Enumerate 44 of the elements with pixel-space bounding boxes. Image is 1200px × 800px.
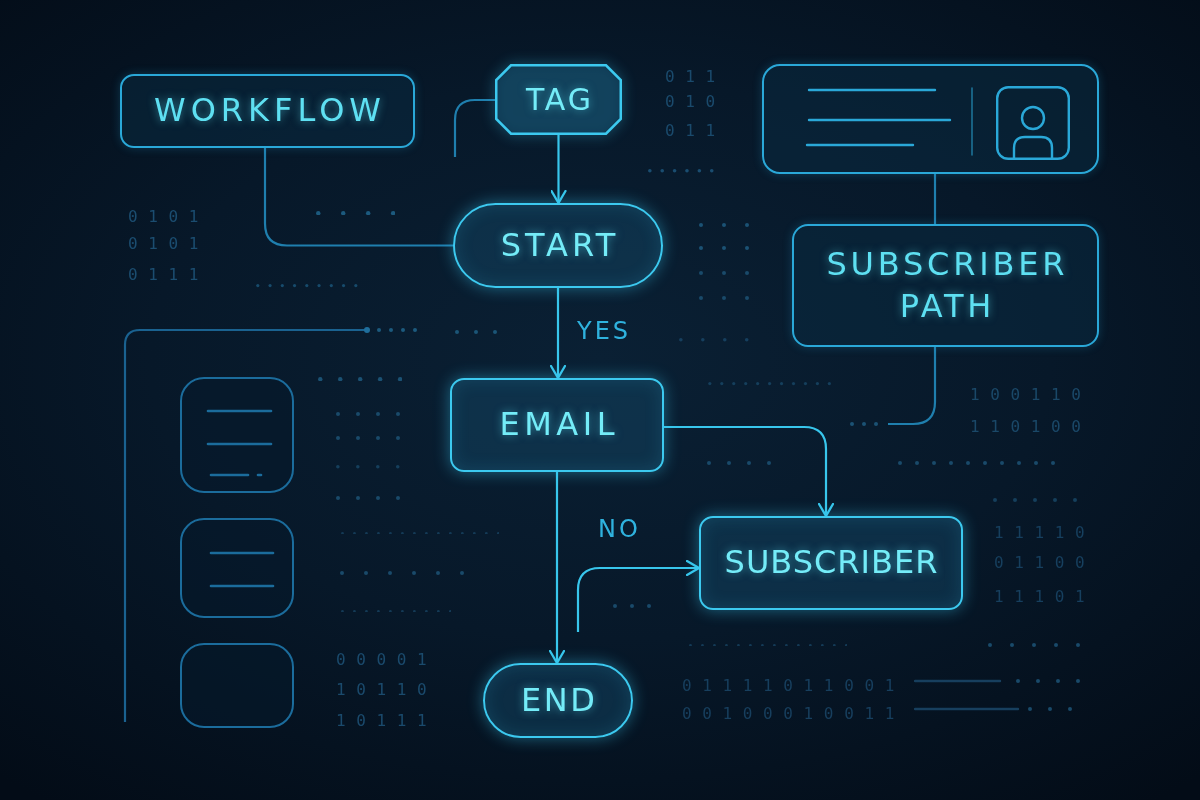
- node-label: SUBSCRIBER PATH: [825, 243, 1070, 327]
- arrow: [576, 559, 701, 632]
- binary-digits: 1 0 1 1 1: [336, 711, 428, 731]
- binary-digits: 0 1 0 1: [128, 207, 199, 227]
- document-card: [180, 377, 294, 493]
- binary-digits: 1 1 0 1 0 0: [970, 417, 1082, 437]
- arrow: [664, 425, 835, 518]
- connector-line: [453, 98, 495, 157]
- arrow: [548, 472, 566, 665]
- process-box: [120, 74, 415, 148]
- connector-line: [933, 174, 937, 224]
- node-label: START: [499, 224, 620, 266]
- binary-digits: 0 1 1 0 0: [994, 553, 1086, 573]
- binary-digits: 0 1 1: [665, 121, 716, 141]
- binary-digits: 1 1 1 0 1: [994, 587, 1086, 607]
- process-box: [792, 224, 1099, 347]
- process-box: [450, 378, 664, 472]
- node-label: SUBSCRIBER: [723, 542, 939, 584]
- binary-digits: 0 1 0 1: [128, 234, 199, 254]
- process-box: [699, 516, 963, 610]
- tag-octagon: [495, 64, 622, 135]
- document-card: [180, 518, 294, 618]
- node-label: WORKFLOW: [153, 90, 386, 132]
- empty-card: [180, 643, 294, 728]
- binary-digits: 0 0 0 0 1: [336, 650, 428, 670]
- node-label: END: [520, 679, 598, 721]
- binary-digits: 0 1 1: [665, 67, 716, 87]
- arrow: [549, 288, 567, 380]
- binary-digits: 0 1 1 1: [128, 265, 199, 285]
- binary-digits: 1 0 1 1 0: [336, 680, 428, 700]
- edge-label: YES: [577, 318, 632, 346]
- binary-digits: 0 1 1 1 1 0 1 1 0 0 1: [682, 676, 895, 696]
- connector-line: [263, 148, 453, 247]
- binary-digits: 1 0 0 1 1 0: [970, 385, 1082, 405]
- terminal-pill: [483, 663, 633, 738]
- profile-card: [762, 64, 1099, 174]
- arrow: [550, 135, 567, 205]
- terminal-pill: [453, 203, 663, 288]
- connector-line: [888, 347, 937, 426]
- binary-digits: 0 1 0: [665, 92, 716, 112]
- node-label: TAG: [524, 81, 595, 119]
- node-label: EMAIL: [498, 404, 619, 446]
- edge-label: NO: [598, 516, 641, 544]
- binary-digits: 0 0 1 0 0 0 1 0 0 1 1: [682, 704, 895, 724]
